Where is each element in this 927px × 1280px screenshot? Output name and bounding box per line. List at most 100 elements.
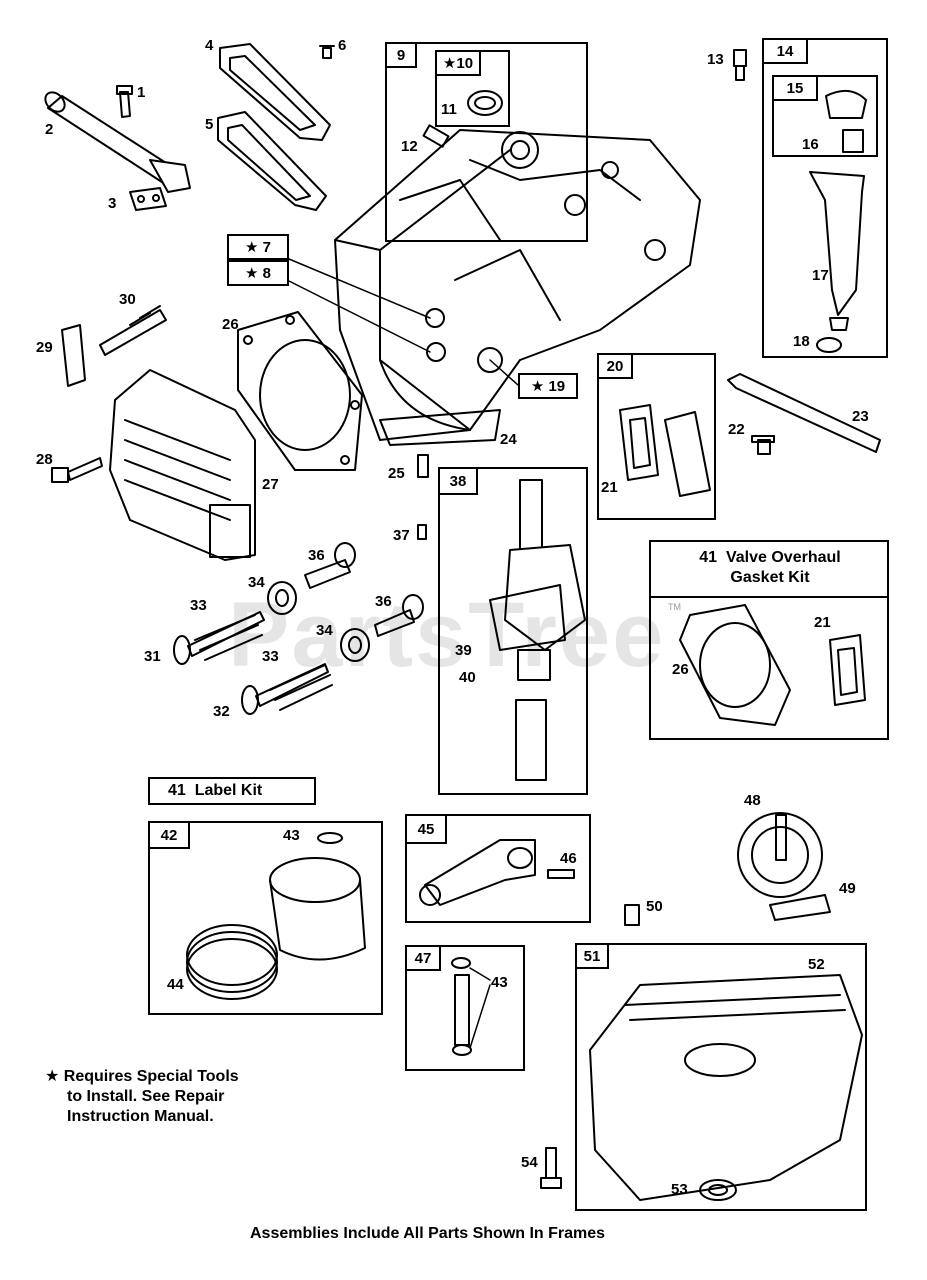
frame-47 — [405, 945, 525, 1071]
oil-seal-11-drawing — [467, 90, 503, 116]
frame-15 — [772, 75, 878, 157]
callout-11: 11 — [441, 101, 457, 118]
oil-seal-53-drawing — [699, 1179, 737, 1201]
valve-overhaul-kit-title-box — [649, 540, 889, 598]
head-gasket-26-drawing — [237, 311, 363, 471]
label-kit-title: 41 Label Kit — [168, 782, 263, 799]
callout-6: 6 — [338, 37, 347, 54]
callout-31: 31 — [144, 648, 161, 665]
frame-42 — [148, 821, 383, 1015]
tag-38: 38 — [438, 467, 478, 495]
connecting-rod-45-drawing — [419, 839, 536, 906]
callout-2: 2 — [45, 121, 54, 138]
tag-7: ★ 7 — [227, 234, 289, 260]
callout-5: 5 — [205, 116, 214, 133]
frame-45 — [405, 814, 591, 923]
valve-train-drawing — [173, 542, 424, 715]
callout-36-upper: 36 — [308, 547, 325, 564]
frame-14 — [762, 38, 888, 358]
special-tools-note: ★ Requires Special Tools to Install. See… — [45, 1068, 239, 1125]
piston-pin-47-drawing — [451, 957, 491, 1056]
callout-33-lower: 33 — [262, 648, 279, 665]
fitting-22-drawing — [751, 435, 775, 455]
gasket-24-drawing — [379, 409, 501, 446]
frame-9 — [385, 42, 588, 242]
breather-tube-drawing — [44, 91, 191, 193]
callout-17: 17 — [812, 267, 829, 284]
callout-44: 44 — [167, 976, 184, 993]
frame-51 — [575, 943, 867, 1211]
governor-49-drawing — [769, 894, 831, 921]
engine-block-drawing — [334, 129, 701, 441]
tag-20: 20 — [597, 353, 633, 379]
callout-37: 37 — [393, 527, 410, 544]
callout-34-lower: 34 — [316, 622, 333, 639]
crankshaft-38-drawing — [489, 479, 586, 781]
callout-32: 32 — [213, 703, 230, 720]
stud-25-drawing — [417, 454, 429, 478]
dowel-pin-12-drawing — [422, 124, 450, 148]
callout-39: 39 — [455, 642, 472, 659]
callout-29: 29 — [36, 339, 53, 356]
callout-50: 50 — [646, 898, 663, 915]
callout-26: 26 — [222, 316, 239, 333]
callout-27: 27 — [262, 476, 279, 493]
kit-gasket-21-drawing — [829, 634, 866, 706]
gasket-3-drawing — [129, 187, 167, 211]
callout-26-kit: 26 — [672, 661, 689, 678]
bolt-54-drawing — [540, 1147, 562, 1189]
plug-50-drawing — [624, 904, 640, 926]
frame-20 — [597, 353, 716, 520]
watermark-trademark: TM — [668, 602, 681, 612]
frame-label-kit — [148, 777, 316, 805]
callout-21: 21 — [601, 479, 618, 496]
tag-47: 47 — [405, 945, 441, 971]
tag-42: 42 — [148, 821, 190, 849]
callout-28: 28 — [36, 451, 53, 468]
callout-49: 49 — [839, 880, 856, 897]
callout-36-lower: 36 — [375, 593, 392, 610]
o-ring-18-drawing — [816, 337, 842, 353]
bolt-46-drawing — [547, 869, 575, 879]
tag-9: 9 — [385, 42, 417, 68]
watermark: PartsTree — [228, 584, 666, 686]
valve-overhaul-kit-title: 41 Valve Overhaul Gasket Kit — [699, 549, 841, 586]
breather-gaskets-drawing — [619, 404, 711, 497]
callout-3: 3 — [108, 195, 117, 212]
sump-51-drawing — [589, 974, 863, 1201]
footer-note: Assemblies Include All Parts Shown In Fr… — [250, 1225, 606, 1242]
callout-16: 16 — [802, 136, 819, 153]
tube-23-drawing — [727, 373, 881, 453]
callout-40: 40 — [459, 669, 476, 686]
dipstick-assembly-drawing — [809, 89, 867, 331]
callout-23: 23 — [852, 408, 869, 425]
spark-plug-wire-29-drawing — [61, 324, 86, 387]
governor-gear-48-drawing — [737, 812, 823, 898]
callout-33-upper: 33 — [190, 597, 207, 614]
callout-46: 46 — [560, 850, 577, 867]
frame-38 — [438, 467, 588, 795]
screw-6-drawing — [319, 45, 335, 59]
callout-13: 13 — [707, 51, 724, 68]
callout-34-upper: 34 — [248, 574, 265, 591]
tag-45: 45 — [405, 814, 447, 844]
callout-1: 1 — [137, 84, 146, 101]
callout-43-piston: 43 — [283, 827, 300, 844]
callout-30: 30 — [119, 291, 136, 308]
tag-14: 14 — [762, 38, 808, 64]
tag-8: ★ 8 — [227, 260, 289, 286]
bolt-1-drawing — [116, 85, 133, 118]
gaskets-4-5-drawing — [217, 43, 331, 211]
cylinder-head-27-drawing — [109, 369, 256, 561]
callout-12: 12 — [401, 138, 418, 155]
kit-gasket-26-drawing — [679, 604, 791, 726]
bolt-28-drawing — [51, 457, 103, 483]
callout-25: 25 — [388, 465, 405, 482]
callout-54: 54 — [521, 1154, 538, 1171]
tag-15: 15 — [772, 75, 818, 101]
tag-19: ★ 19 — [518, 373, 578, 399]
callout-48: 48 — [744, 792, 761, 809]
key-37-drawing — [417, 524, 427, 540]
tag-10: ★10 — [435, 50, 481, 76]
